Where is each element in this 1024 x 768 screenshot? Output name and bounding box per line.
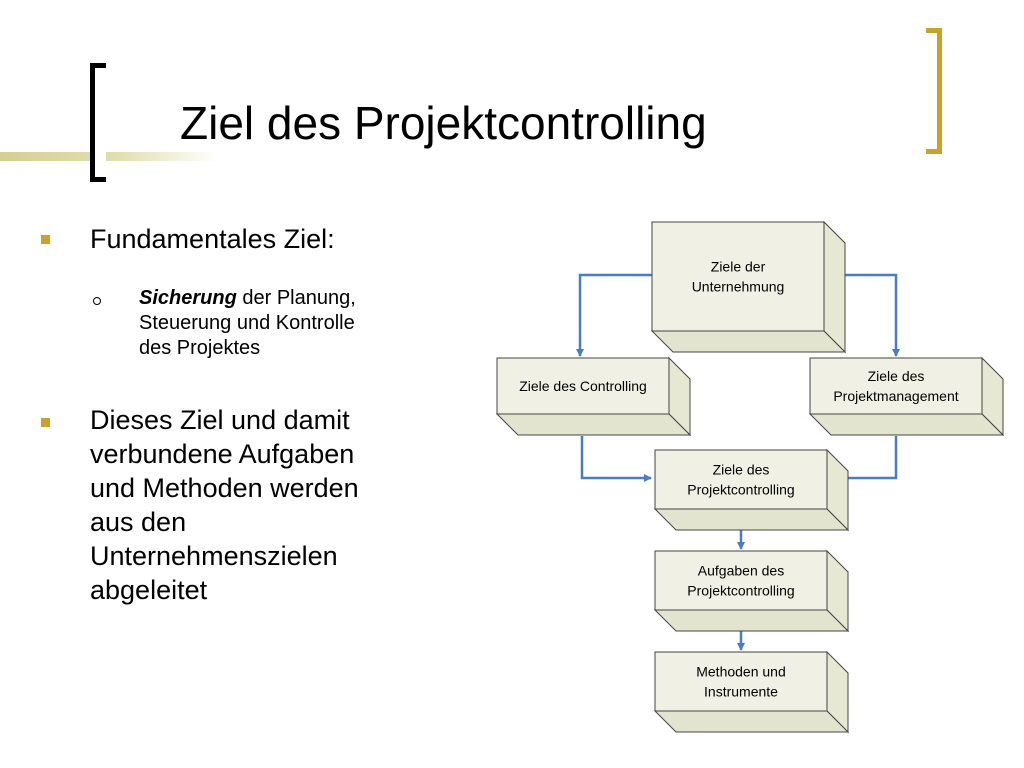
box-bottom-face (650, 330, 847, 353)
sub-bullet-text: Sicherung der Planung, Steuerung und Kon… (139, 286, 356, 361)
box-front-face (809, 357, 983, 415)
box-label: Aufgaben des (698, 563, 784, 579)
emphasis-text: Sicherung (139, 287, 237, 309)
bullet-line: und Methoden werden (90, 473, 359, 503)
sub-bullet-line: des Projektes (139, 337, 261, 359)
box-label: Methoden und (696, 664, 786, 680)
arrow-unternehmung-to-controlling (576, 273, 652, 357)
box-side-face (823, 220, 846, 354)
box-front-face (654, 550, 828, 611)
box-bottom-face (808, 413, 1005, 436)
right-bracket-decoration (926, 28, 942, 154)
bullet-line: verbundene Aufgaben (90, 439, 355, 469)
arrow-projektmanagement-to-projektcontrolling (831, 436, 898, 482)
box-bottom-face (653, 609, 850, 632)
box-bottom-face (495, 413, 692, 436)
square-bullet-icon (41, 235, 50, 244)
slide-title: Ziel des Projektcontrolling (180, 97, 707, 149)
bullet-line: abgeleitet (90, 575, 208, 605)
box-label: Ziele der (711, 259, 766, 275)
sub-bullet-line: Steuerung und Kontrolle (139, 312, 355, 334)
bullet-line: Unternehmenszielen (90, 541, 338, 571)
box-label: Projektcontrolling (687, 583, 794, 599)
box-label: Instrumente (704, 684, 778, 700)
sub-bullet-line-rest: der Planung, (236, 287, 356, 309)
box-front-face (651, 221, 825, 332)
sub-bullet-line: Sicherung der Planung, (139, 286, 356, 311)
box-front-face (654, 651, 828, 712)
bullet-line: aus den (90, 507, 187, 537)
bullet-line: Dieses Ziel und damit (90, 405, 350, 435)
box-label: Ziele des (713, 462, 770, 478)
box-controlling: Ziele des Controlling (495, 356, 692, 437)
box-front-face (654, 449, 828, 510)
bullet-text: Dieses Ziel und damit verbundene Aufgabe… (90, 403, 359, 607)
bullet-text: Fundamentales Ziel: (90, 224, 335, 254)
square-bullet-icon (41, 418, 50, 427)
box-label: Unternehmung (692, 279, 785, 295)
ring-bullet-icon (93, 297, 101, 305)
arrow-controlling-to-projektcontrolling (580, 436, 652, 482)
box-bottom-face (653, 508, 850, 531)
box-label: Projektmanagement (833, 388, 958, 404)
left-bracket-decoration (90, 63, 106, 182)
arrow-unternehmung-to-projektmanagement (824, 273, 900, 357)
title-underline-band (0, 152, 218, 161)
box-label: Projektcontrolling (687, 482, 794, 498)
box-bottom-face (653, 710, 850, 733)
box-label: Ziele des Controlling (519, 378, 647, 394)
box-front-face (496, 357, 670, 415)
box-label: Ziele des (868, 368, 925, 384)
